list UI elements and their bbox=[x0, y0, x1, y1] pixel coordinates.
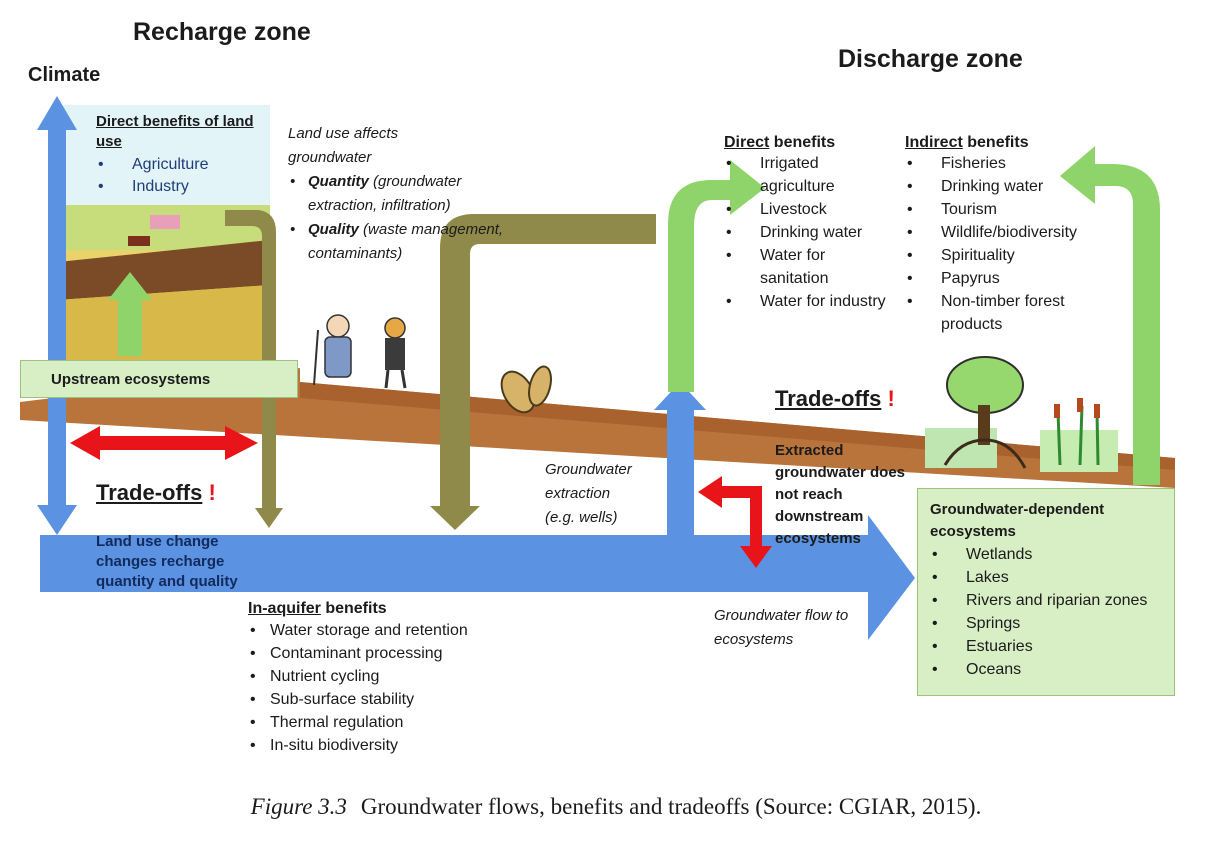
upstream-ecosystems-box: Upstream ecosystems bbox=[20, 360, 298, 398]
direct-benefits-list: Irrigated agriculture Livestock Drinking… bbox=[724, 152, 894, 313]
direct-landuse-list: Agriculture Industry bbox=[96, 154, 256, 198]
tradeoff-double-arrow bbox=[70, 426, 258, 460]
list-item: Agriculture bbox=[96, 154, 256, 176]
list-item: Irrigated agriculture bbox=[724, 152, 894, 198]
quantity-quality-arrow bbox=[430, 214, 656, 530]
quantity-item: • Quantity (groundwater extraction, infi… bbox=[290, 173, 462, 214]
list-item: Oceans bbox=[930, 658, 1164, 681]
gde-list: Wetlands Lakes Rivers and riparian zones… bbox=[930, 543, 1164, 681]
list-item: Estuaries bbox=[930, 635, 1164, 658]
list-item: Thermal regulation bbox=[248, 711, 548, 734]
list-item: Rivers and riparian zones bbox=[930, 589, 1164, 612]
direct-benefits-block: Direct benefits Irrigated agriculture Li… bbox=[724, 134, 894, 313]
direct-benefits-heading: Direct benefits bbox=[724, 134, 894, 152]
indirect-benefits-block: Indirect benefits Fisheries Drinking wat… bbox=[905, 134, 1110, 336]
extraction-label: Groundwater extraction (e.g. wells) bbox=[545, 458, 665, 530]
flow-line1: Groundwater flow to bbox=[714, 607, 849, 624]
indirect-benefits-heading-underlined: Indirect bbox=[905, 134, 963, 151]
list-item: Lakes bbox=[930, 566, 1164, 589]
list-item: Spirituality bbox=[905, 244, 1110, 267]
groundwater-flow-arrow bbox=[40, 515, 915, 640]
tradeoffs-right-label: Trade-offs bbox=[775, 386, 882, 411]
figure-caption-text: Groundwater flows, benefits and tradeoff… bbox=[360, 794, 982, 819]
list-item: Industry bbox=[96, 176, 256, 198]
extraction-line2: extraction bbox=[545, 485, 611, 502]
figure-label: Figure 3.3 bbox=[250, 794, 347, 819]
list-item: Water for industry bbox=[724, 290, 894, 313]
tradeoffs-left-heading: Trade-offs ! bbox=[96, 480, 216, 506]
flow-line2: ecosystems bbox=[714, 631, 794, 648]
gde-heading: Groundwater-dependent ecosystems bbox=[930, 501, 1105, 540]
indirect-benefits-list: Fisheries Drinking water Tourism Wildlif… bbox=[905, 152, 1110, 336]
discharge-zone-title: Discharge zone bbox=[838, 45, 1023, 73]
tradeoffs-left-note: Land use change changes recharge quantit… bbox=[96, 533, 238, 590]
climate-label: Climate bbox=[28, 64, 101, 86]
quantity-text: (groundwater extraction, infiltration) bbox=[308, 173, 462, 214]
farmers-figure bbox=[313, 314, 407, 389]
list-item: Livestock bbox=[724, 198, 894, 221]
tradeoffs-right-note: Extracted groundwater does not reach dow… bbox=[775, 442, 906, 547]
recharge-zone-title: Recharge zone bbox=[133, 18, 311, 46]
list-item: Fisheries bbox=[905, 152, 1110, 175]
tradeoffs-left-mark: ! bbox=[208, 480, 216, 505]
indirect-benefits-heading-rest: benefits bbox=[962, 134, 1029, 151]
list-item: Wetlands bbox=[930, 543, 1164, 566]
extraction-up-arrow bbox=[654, 382, 706, 560]
land-use-affects-block: Land use affects groundwater • Quantity … bbox=[288, 122, 518, 266]
quality-text: (waste management, contaminants) bbox=[308, 221, 504, 262]
in-aquifer-heading-rest: benefits bbox=[320, 600, 387, 617]
list-item: Tourism bbox=[905, 198, 1110, 221]
tradeoffs-right-mark: ! bbox=[887, 386, 895, 411]
gde-box: Groundwater-dependent ecosystems Wetland… bbox=[917, 488, 1175, 696]
in-aquifer-block: In-aquifer benefits Water storage and re… bbox=[248, 600, 548, 757]
direct-benefits-heading-rest: benefits bbox=[769, 134, 836, 151]
tradeoffs-right-heading: Trade-offs ! bbox=[775, 386, 895, 412]
list-item: Water storage and retention bbox=[248, 619, 548, 642]
indirect-benefits-heading: Indirect benefits bbox=[905, 134, 1110, 152]
list-item: Papyrus bbox=[905, 267, 1110, 290]
in-aquifer-heading: In-aquifer benefits bbox=[248, 600, 548, 618]
land-use-affects-line1: Land use affects bbox=[288, 125, 399, 142]
list-item: Water for sanitation bbox=[724, 244, 894, 290]
direct-landuse-block: Direct benefits of land use Agriculture … bbox=[96, 112, 256, 198]
recharge-up-arrow bbox=[108, 272, 152, 356]
list-item: Springs bbox=[930, 612, 1164, 635]
in-aquifer-heading-underlined: In-aquifer bbox=[248, 600, 321, 617]
direct-benefits-heading-underlined: Direct bbox=[724, 134, 770, 151]
crop-bundle-image bbox=[500, 365, 552, 414]
list-item: Sub-surface stability bbox=[248, 688, 548, 711]
indirect-benefits-arrow bbox=[1060, 146, 1160, 485]
tradeoff-bent-arrow bbox=[698, 476, 772, 568]
list-item: Wildlife/biodiversity bbox=[905, 221, 1110, 244]
list-item: In-situ biodiversity bbox=[248, 734, 548, 757]
tradeoffs-left-label: Trade-offs bbox=[96, 480, 203, 505]
landuse-recharge-arrow bbox=[225, 210, 283, 528]
tree-wetland-image bbox=[925, 356, 1118, 472]
land-use-affects-line2: groundwater bbox=[288, 149, 372, 166]
list-item: Drinking water bbox=[905, 175, 1110, 198]
upstream-ecosystems-label: Upstream ecosystems bbox=[51, 370, 211, 388]
list-item: Non-timber forest products bbox=[905, 290, 1110, 336]
direct-landuse-heading: Direct benefits of land use bbox=[96, 113, 254, 150]
list-item: Drinking water bbox=[724, 221, 894, 244]
direct-benefits-arrow bbox=[668, 160, 765, 392]
quantity-label: Quantity bbox=[308, 173, 369, 190]
flow-to-ecosystems-label: Groundwater flow to ecosystems bbox=[714, 604, 904, 652]
climate-double-arrow bbox=[37, 96, 77, 535]
extraction-line1: Groundwater bbox=[545, 461, 632, 478]
extraction-line3: (e.g. wells) bbox=[545, 509, 618, 526]
list-item: Contaminant processing bbox=[248, 642, 548, 665]
list-item: Nutrient cycling bbox=[248, 665, 548, 688]
figure-caption: Figure 3.3 Groundwater flows, benefits an… bbox=[0, 794, 1232, 820]
quality-item: • Quality (waste management, contaminant… bbox=[290, 221, 504, 262]
quality-label: Quality bbox=[308, 221, 359, 238]
in-aquifer-list: Water storage and retention Contaminant … bbox=[248, 619, 548, 757]
farm-landscape-image bbox=[58, 205, 270, 360]
